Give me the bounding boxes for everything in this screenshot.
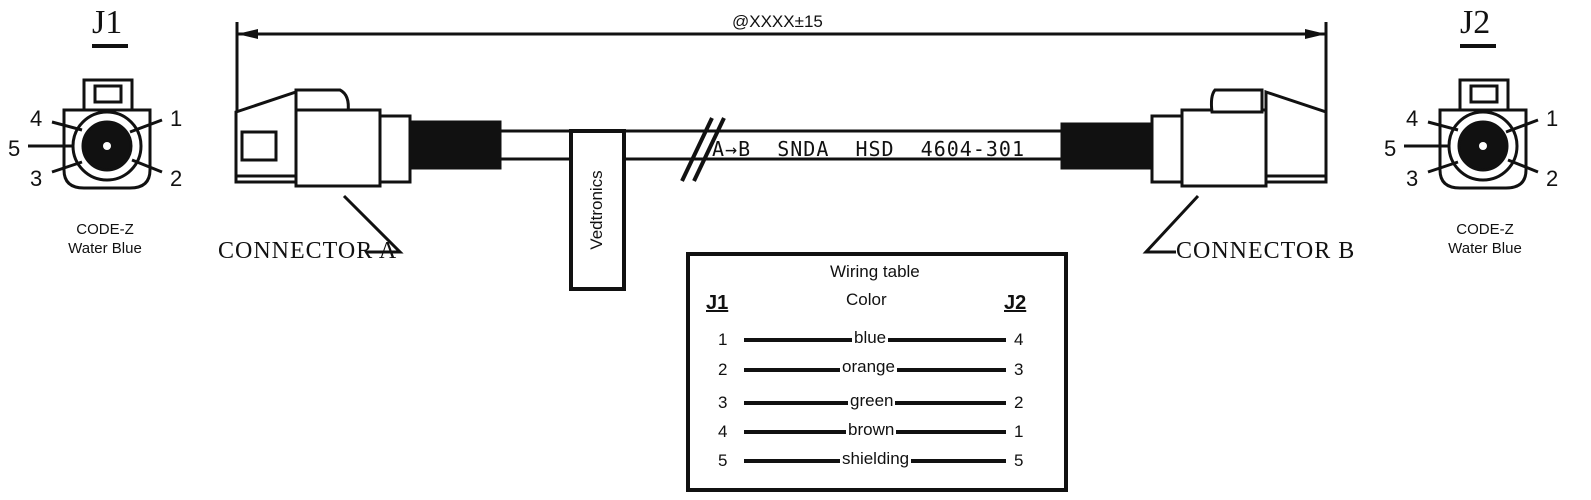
wiring-row-j2: 1 <box>1014 422 1024 441</box>
j2-pin-1: 1 <box>1546 106 1559 131</box>
wiring-row-j2: 2 <box>1014 393 1024 412</box>
wiring-row-j1: 1 <box>718 330 728 349</box>
wiring-row-color: green <box>848 391 896 411</box>
j1-code: CODE-Z <box>76 221 134 238</box>
j1-title-underline <box>92 44 128 48</box>
connector-a-leader <box>342 194 404 254</box>
wiring-row-color: orange <box>840 357 897 377</box>
wiring-row-color: shielding <box>840 449 912 469</box>
j1-title: J1 <box>92 4 123 41</box>
wiring-table-j1-header: J1 <box>706 292 729 314</box>
j1-pin-2: 2 <box>170 166 183 191</box>
dimension-text: @XXXX±15 <box>732 12 823 31</box>
wiring-row-j1: 5 <box>718 451 728 470</box>
wiring-row-color: brown <box>846 420 897 440</box>
j1-pin-3: 3 <box>30 166 43 191</box>
connector-a-label: CONNECTOR A <box>218 238 398 264</box>
wiring-table-j2-header: J2 <box>1004 292 1027 314</box>
cable-marking: A→B SNDA HSD 4604-301 <box>712 137 1025 161</box>
j2-pin-4: 4 <box>1406 106 1419 131</box>
j2-pin-3: 3 <box>1406 166 1419 191</box>
j2-title: J2 <box>1460 4 1491 41</box>
wiring-row-j2: 3 <box>1014 360 1024 379</box>
j1-pin-4: 4 <box>30 106 43 131</box>
j1-pin-1: 1 <box>170 106 183 131</box>
dimension-line <box>235 22 1328 120</box>
connector-b-leader <box>1142 194 1200 254</box>
wiring-row-j1: 2 <box>718 360 728 379</box>
j2-connector-face <box>1404 78 1539 190</box>
j2-code: CODE-Z <box>1456 221 1514 238</box>
brand-label: Vedtronics <box>587 170 606 250</box>
j2-pin-2: 2 <box>1546 166 1559 191</box>
j1-color: Water Blue <box>68 240 142 257</box>
wiring-row-j1: 4 <box>718 422 728 441</box>
cable-break-mark <box>680 117 726 182</box>
wiring-row-j2: 5 <box>1014 451 1024 470</box>
label-flag <box>569 129 626 291</box>
j2-color: Water Blue <box>1448 240 1522 257</box>
wiring-table-frame <box>686 252 1068 492</box>
wiring-table-color-header: Color <box>846 290 887 309</box>
wiring-row-color: blue <box>852 328 889 348</box>
j2-pin-5: 5 <box>1384 136 1397 161</box>
j1-code-block: CODE-Z Water Blue <box>50 220 160 258</box>
j2-title-underline <box>1460 44 1496 48</box>
connector-b-label: CONNECTOR B <box>1176 238 1356 264</box>
wiring-row-j1: 3 <box>718 393 728 412</box>
wiring-row-j2: 4 <box>1014 330 1024 349</box>
connector-b-body <box>1060 88 1328 188</box>
j2-code-block: CODE-Z Water Blue <box>1430 220 1540 258</box>
connector-a-body <box>234 88 502 188</box>
wiring-table-title: Wiring table <box>830 262 920 281</box>
j1-pin-5: 5 <box>8 136 21 161</box>
j1-connector-face <box>28 78 163 190</box>
